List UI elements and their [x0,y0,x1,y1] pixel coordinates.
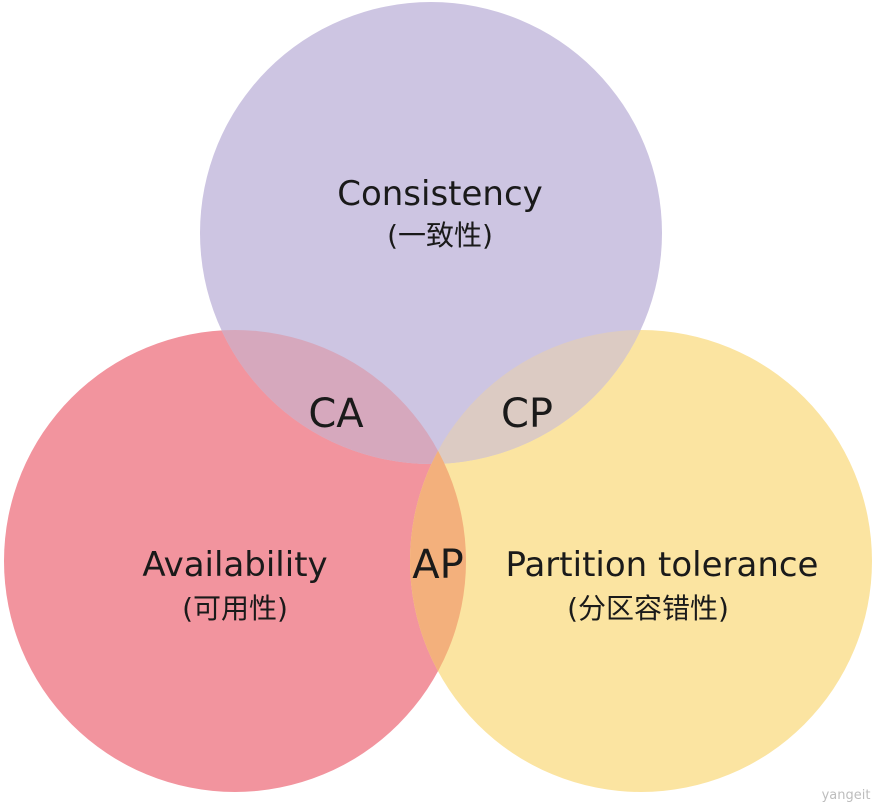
consistency-subtitle: (一致性) [387,219,493,252]
partition-tolerance-label: Partition tolerance [506,545,819,585]
cp-label: CP [501,391,553,437]
partition-tolerance-subtitle: (分区容错性) [567,592,729,625]
availability-subtitle: (可用性) [182,592,288,625]
partition-tolerance-circle [410,330,872,792]
ca-overlap-region [200,330,466,464]
ca-label: CA [308,391,364,437]
ap-label: AP [412,542,463,588]
consistency-label: Consistency [337,174,543,214]
availability-label: Availability [142,545,327,585]
watermark-text: yangeit [822,788,871,803]
